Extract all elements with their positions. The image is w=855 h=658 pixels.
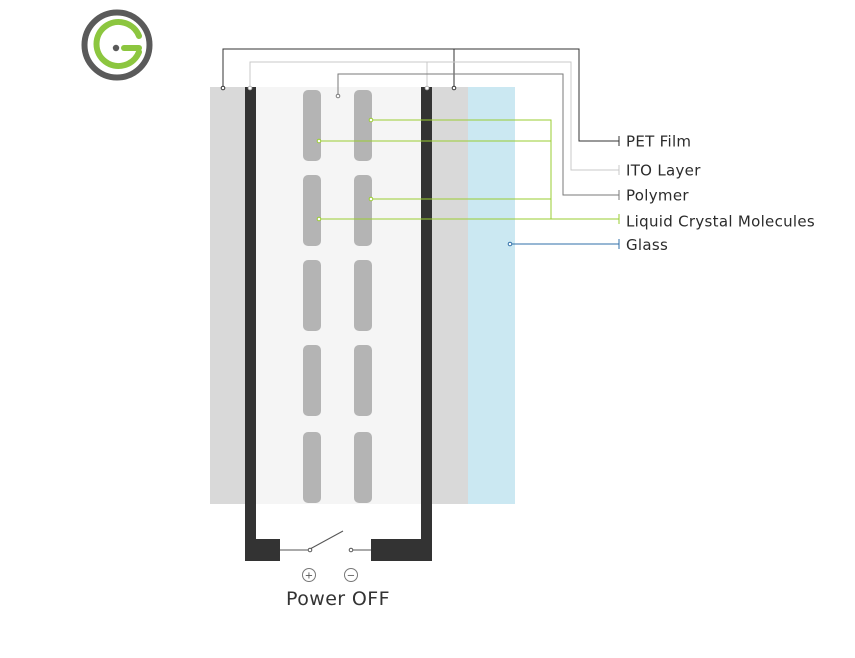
glass-layer [468, 87, 515, 504]
leader-ito-layer [249, 61, 620, 175]
lc-molecule [303, 260, 321, 331]
lc-molecule [354, 345, 372, 416]
svg-text:−: − [347, 571, 355, 582]
power-circuit [280, 530, 371, 551]
pet-film-right [432, 87, 468, 504]
ito-layer-right [371, 87, 432, 561]
leader-dot [368, 196, 374, 202]
lc-molecule [354, 90, 372, 161]
lc-molecule [303, 432, 321, 503]
lc-molecule [303, 345, 321, 416]
negative-terminal-icon: − [344, 568, 358, 582]
leader-dot [451, 85, 457, 91]
logo-icon [81, 9, 153, 81]
lc-molecule [354, 260, 372, 331]
svg-text:+: + [305, 571, 313, 582]
pet-film-left [210, 87, 245, 504]
lc-molecule [354, 175, 372, 246]
leader-glass [510, 239, 620, 249]
positive-terminal-icon: + [302, 568, 316, 582]
lc-molecule [354, 432, 372, 503]
leader-dot [316, 138, 322, 144]
label-glass: Glass [626, 236, 668, 254]
leader-dot [424, 85, 430, 91]
switch-contact [348, 547, 354, 553]
lc-molecule [303, 175, 321, 246]
leader-dot [220, 85, 226, 91]
label-liquid-crystal: Liquid Crystal Molecules [626, 213, 815, 231]
label-pet-film: PET Film [626, 133, 691, 151]
label-polymer: Polymer [626, 187, 689, 205]
lc-molecule [303, 90, 321, 161]
leader-polymer [337, 73, 620, 200]
power-state-caption: Power OFF [286, 588, 390, 610]
liquid-crystal-molecules [303, 90, 372, 503]
leader-dot [247, 85, 253, 91]
switch-contact [307, 547, 313, 553]
leader-pet-film [222, 48, 620, 146]
label-ito-layer: ITO Layer [626, 162, 701, 180]
ito-layer-left [245, 87, 280, 561]
leader-dot [335, 93, 341, 99]
polymer-layer [256, 87, 421, 504]
leader-dot [316, 216, 322, 222]
leader-dot [507, 241, 513, 247]
leader-liquid-crystal [319, 119, 620, 224]
leader-dot [368, 117, 374, 123]
